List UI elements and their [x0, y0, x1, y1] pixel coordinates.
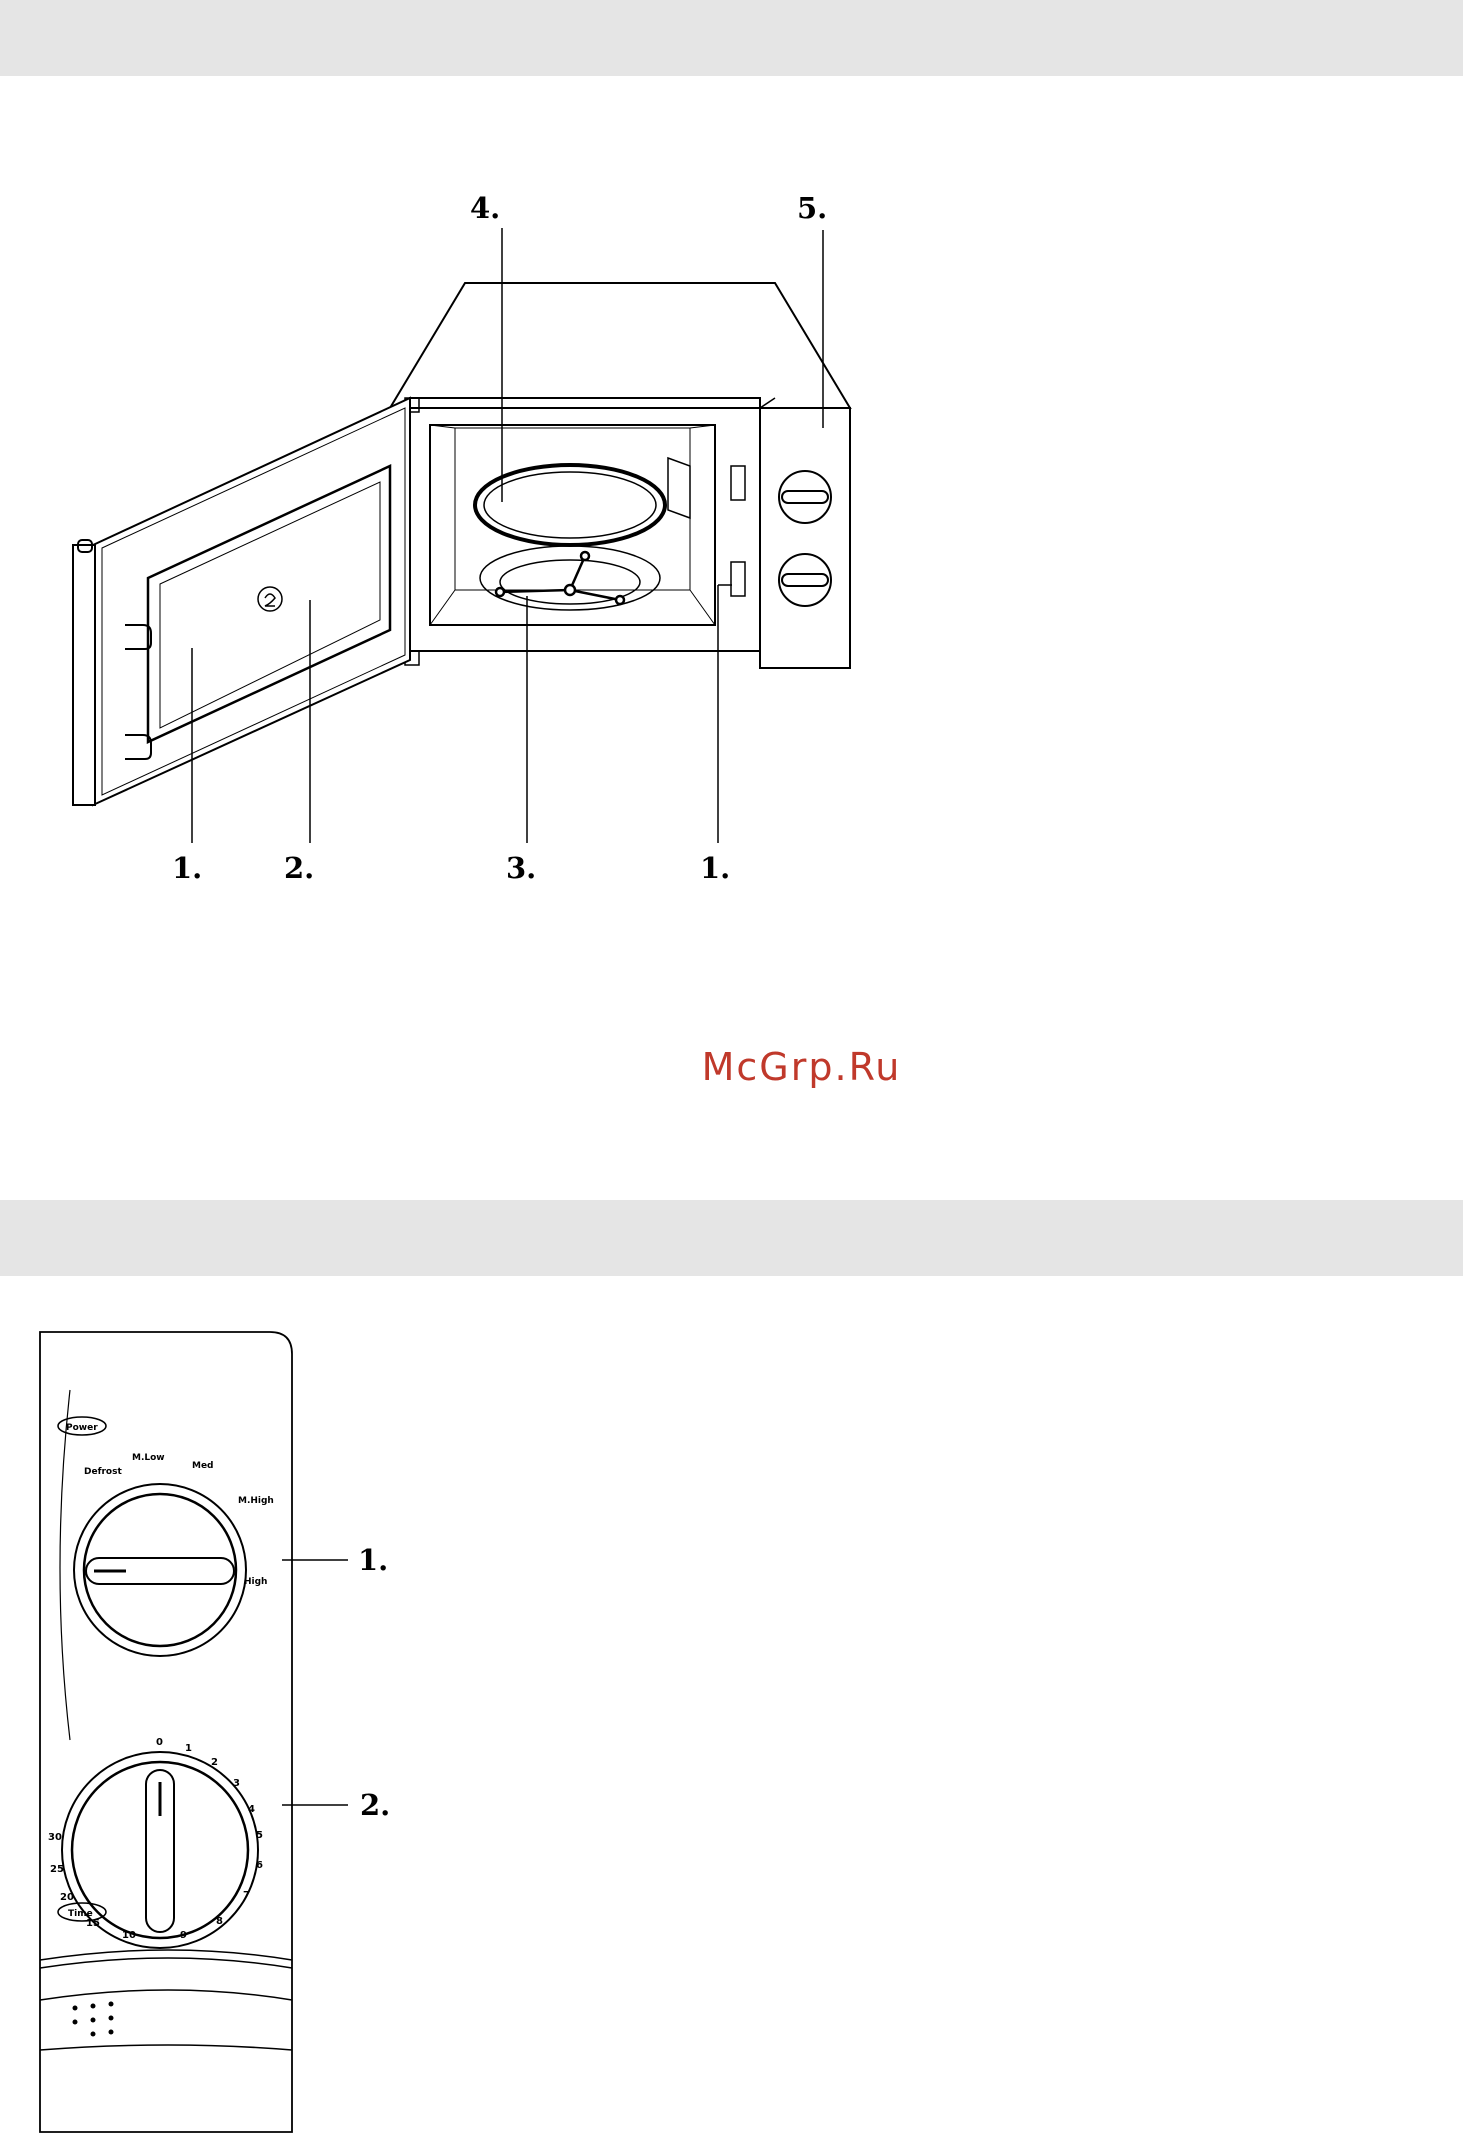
power-setting-med: Med [192, 1461, 214, 1471]
control-panel [760, 408, 850, 668]
callout-2-time-dial: 2. [360, 1788, 390, 1822]
callout-4-roller-ring: 4. [470, 191, 500, 225]
callout-2-door: 2. [284, 851, 314, 885]
time-mark: 20 [60, 1892, 74, 1903]
door [93, 398, 410, 805]
time-mark: 6 [256, 1860, 263, 1871]
callout-5-control-panel: 5. [797, 191, 827, 225]
time-mark: 9 [180, 1930, 187, 1941]
time-mark: 10 [122, 1930, 136, 1941]
section-band [0, 1200, 1463, 1276]
callout-1-latches: 1. [700, 851, 730, 885]
callout-1-power-dial: 1. [358, 1543, 388, 1577]
time-mark: 25 [50, 1864, 64, 1875]
time-mark: 15 [86, 1918, 100, 1929]
callout-1-door-hooks: 1. [172, 851, 202, 885]
time-mark: 1 [185, 1743, 192, 1754]
callout-3-turntable-support: 3. [506, 851, 536, 885]
power-label: Power [66, 1423, 98, 1433]
time-mark: 30 [48, 1832, 62, 1843]
time-mark: 0 [156, 1737, 163, 1748]
power-setting-mlow: M.Low [132, 1453, 165, 1463]
time-mark: 8 [216, 1916, 223, 1927]
power-setting-defrost: Defrost [84, 1467, 122, 1477]
power-setting-high: High [244, 1577, 267, 1587]
watermark-text: McGrp.Ru [0, 1045, 1463, 1089]
power-setting-mhigh: M.High [238, 1496, 274, 1506]
roller-ring [475, 465, 665, 545]
control-panel-diagram: Power Time Defrost M.Low Med M.High High… [30, 1320, 450, 2140]
time-mark: 4 [248, 1804, 255, 1815]
time-mark: 5 [256, 1830, 263, 1841]
panel-outline [40, 1332, 292, 2132]
time-mark: 2 [211, 1757, 218, 1768]
time-mark: 3 [233, 1778, 240, 1789]
housing-top [390, 283, 850, 408]
time-mark: 7 [243, 1890, 250, 1901]
microwave-diagram: 1. 2. 3. 1. 4. 5. [0, 0, 1463, 900]
cavity-frame [410, 398, 760, 651]
